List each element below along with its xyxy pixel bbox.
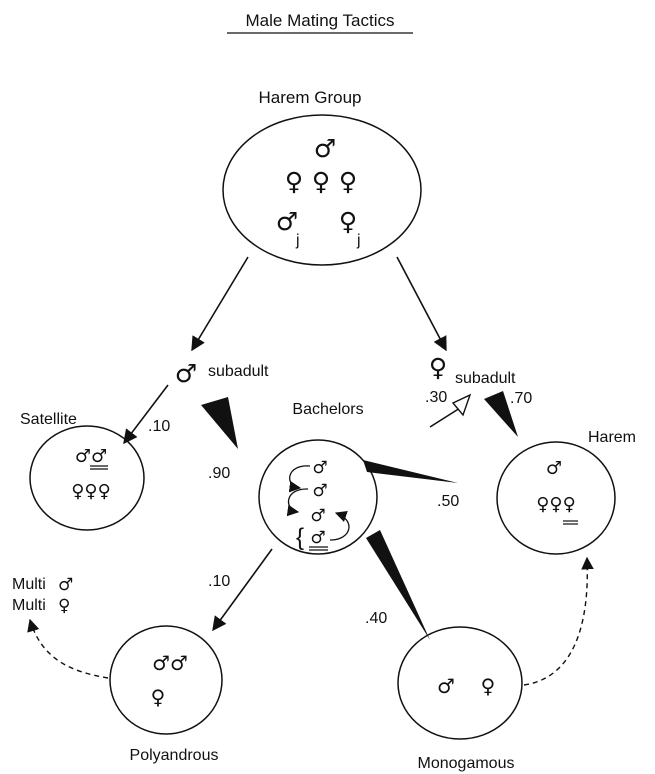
harem-group-female-symbol-2: ♀	[312, 167, 330, 196]
diagram-title: Male Mating Tactics	[246, 11, 395, 30]
female-subadult-text: subadult	[455, 370, 516, 387]
harem-group-male-symbol: ♂	[314, 134, 336, 163]
satellite-node: Satellite ♂♂ ♀♀♀	[20, 411, 145, 531]
harem-group-ellipse	[222, 114, 422, 266]
harem-group-label: Harem Group	[259, 88, 362, 107]
wedge-arrow-bachelors-to-monogamous	[366, 530, 430, 640]
female-subadult-symbol: ♀	[429, 353, 447, 382]
polyandrous-female-symbol: ♀	[151, 685, 166, 709]
satellite-ellipse	[29, 425, 145, 531]
bachelors-cycle-arrow-1	[288, 465, 311, 493]
bachelors-brace: {	[296, 524, 304, 551]
dashed-arrow-monogamous-to-harem	[523, 556, 594, 686]
transition-label-female-harem: .70	[510, 390, 532, 407]
dashed-arrow-polyandrous-to-multi	[27, 618, 109, 679]
polyandrous-label: Polyandrous	[130, 747, 219, 764]
multi-male-text: Multi	[12, 576, 46, 593]
bachelors-ellipse	[258, 439, 378, 555]
monogamous-node: ♂ ♀ Monogamous	[397, 626, 523, 772]
bachelors-male-symbol-4: ♂	[310, 528, 325, 548]
arrow-harem-group-to-male-subadult	[191, 256, 249, 352]
satellite-label: Satellite	[20, 411, 77, 428]
multi-female-symbol: ♀	[58, 596, 70, 616]
harem-group-juvenile-male-sub: j	[295, 232, 300, 249]
polyandrous-node: ♂♂ ♀ Polyandrous	[109, 625, 223, 764]
harem-group-female-symbol-3: ♀	[339, 167, 357, 196]
bachelors-label: Bachelors	[292, 401, 363, 418]
transition-label-bachelors: .90	[208, 465, 230, 482]
multi-male-symbol: ♂	[58, 575, 73, 595]
polyandrous-ellipse	[109, 625, 223, 735]
arrow-bachelors-to-polyandrous	[212, 548, 273, 632]
bachelors-cycle-arrow-2	[286, 488, 309, 517]
harem-male-symbol: ♂	[546, 458, 562, 479]
monogamous-label: Monogamous	[418, 755, 515, 772]
harem-group-node: Harem Group ♂ ♀ ♀ ♀ ♂ j ♀ j	[222, 88, 422, 266]
bachelors-cycle-arrow-3	[329, 510, 350, 541]
wedge-arrow-subadult-to-bachelors	[201, 397, 238, 449]
transition-label-polyandrous: .10	[208, 573, 230, 590]
transition-label-bachelors-harem: .50	[437, 493, 459, 510]
satellite-female-symbols: ♀♀♀	[71, 481, 111, 502]
arrow-subadult-to-satellite	[123, 384, 169, 445]
transition-label-satellite: .10	[148, 418, 170, 435]
transition-label-monogamous: .40	[365, 610, 387, 627]
monogamous-female-symbol: ♀	[481, 674, 496, 698]
arrow-female-subadult-to-bachelors	[429, 407, 461, 428]
harem-group-juvenile-female-sub: j	[356, 232, 361, 249]
wedge-arrow-female-to-harem	[484, 391, 518, 437]
polyandrous-male-symbols: ♂♂	[152, 651, 188, 675]
multi-labels: Multi ♂ Multi ♀	[12, 575, 73, 616]
monogamous-ellipse	[397, 626, 523, 740]
satellite-male-symbols: ♂♂	[75, 446, 107, 467]
harem-group-juvenile-female-symbol: ♀	[339, 207, 357, 236]
open-arrowhead-female-to-bachelors	[451, 393, 472, 417]
bachelors-male-symbol-1: ♂	[312, 458, 327, 478]
harem-node: Harem ♂ ♀♀♀	[496, 429, 636, 555]
male-subadult-symbol: ♂	[175, 359, 197, 388]
harem-group-female-symbol-1: ♀	[285, 167, 303, 196]
wedge-arrow-bachelors-to-harem	[363, 460, 458, 483]
bachelors-male-symbol-3: ♂	[310, 506, 325, 526]
monogamous-male-symbol: ♂	[437, 674, 455, 698]
bachelors-node: Bachelors ♂ ♂ ♂ ♂ {	[258, 401, 378, 555]
male-subadult-text: subadult	[208, 363, 269, 380]
harem-group-juvenile-male-symbol: ♂	[276, 207, 298, 236]
arrow-harem-group-to-female-subadult	[396, 256, 447, 352]
multi-female-text: Multi	[12, 597, 46, 614]
bachelors-male-symbol-2: ♂	[312, 481, 327, 501]
harem-label: Harem	[588, 429, 636, 446]
harem-female-symbols: ♀♀♀	[536, 494, 576, 515]
harem-ellipse	[496, 441, 616, 555]
transition-label-female-bachelors: .30	[425, 389, 447, 406]
